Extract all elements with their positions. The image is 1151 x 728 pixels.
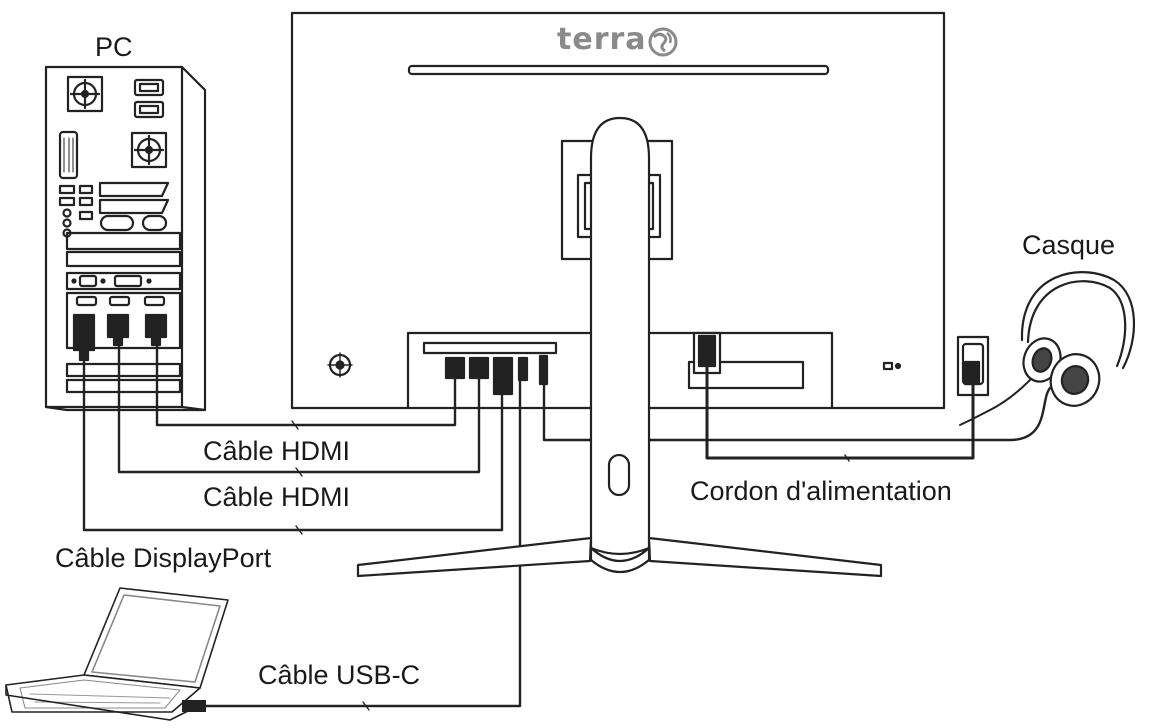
pc-tower [44,65,207,412]
brand-logo-text: terra [557,22,647,57]
cable-usbc [202,378,522,708]
fan-icon [66,75,104,113]
hdmi-cable-label-2: Câble HDMI [203,482,351,512]
usbc-cable-label: Câble USB-C [258,660,421,690]
pc-label: PC [95,32,133,62]
fan-icon [130,131,168,169]
laptop-icon [5,587,229,721]
cable-audio [542,382,1052,442]
wall-outlet-icon [956,335,990,400]
cable-hdmi-1 [155,342,457,427]
monitor-stand [356,116,883,578]
cable-power [705,364,975,460]
headset-icon [959,271,1136,426]
cable-displayport [82,358,504,532]
kensington-lock-icon [882,361,902,371]
cables [82,342,1052,711]
mount-screw-icon [327,352,353,378]
globe-icon [648,27,678,57]
displayport-cable-label: Câble DisplayPort [55,543,272,573]
headset-label: Casque [1022,230,1116,260]
hdmi-cable-label-1: Câble HDMI [203,436,351,466]
power-cord-label: Cordon d'alimentation [690,476,952,506]
